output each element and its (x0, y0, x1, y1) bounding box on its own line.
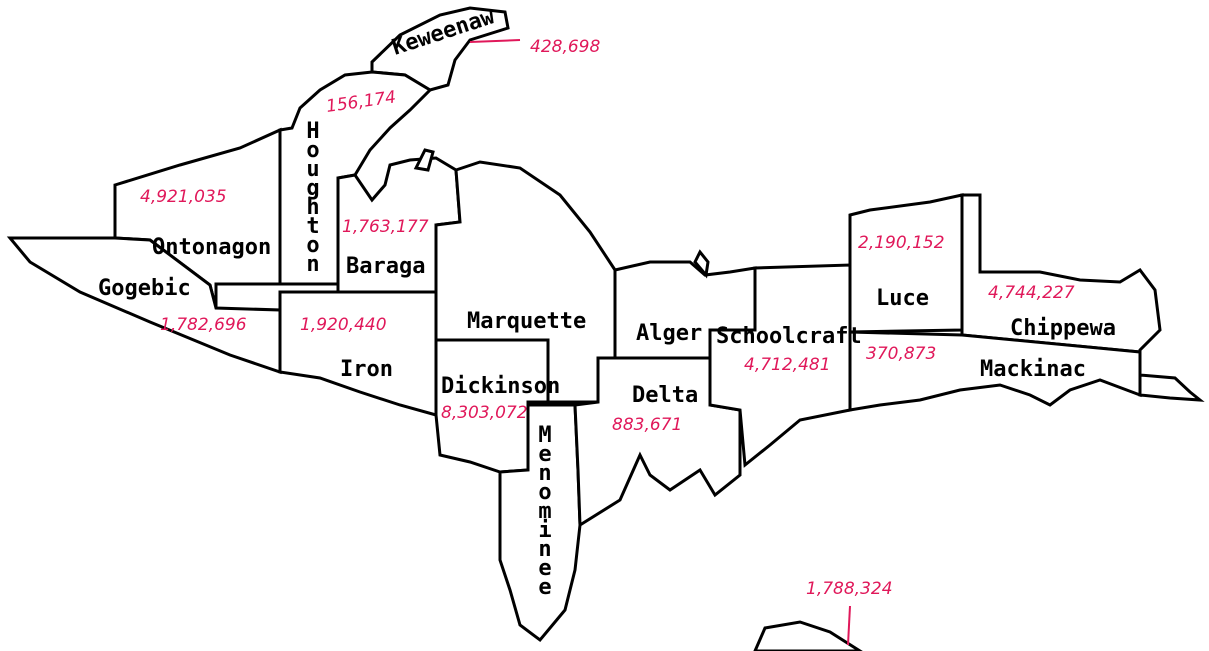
value-baraga: 1,763,177 (342, 217, 429, 237)
value-ontonagon: 4,921,035 (140, 187, 227, 207)
county-luce[interactable] (848, 193, 964, 334)
value-luce: 2,190,152 (858, 233, 945, 253)
vert-houghton-letter: o (306, 233, 319, 258)
label-baraga: Baraga (346, 254, 425, 279)
label-marquette: Marquette (467, 309, 586, 334)
label-mackinac: Mackinac (980, 357, 1086, 382)
vert-menominee-letter: e (538, 442, 551, 467)
bay-shape (693, 249, 710, 279)
vert-houghton-letter: o (306, 138, 319, 163)
vert-menominee-letter: e (538, 556, 551, 581)
value-annotations: 428,698 156,174 4,921,035 1,763,177 1,78… (140, 37, 1075, 646)
minor-features (413, 148, 863, 651)
vert-houghton-letter: g (306, 176, 319, 201)
vert-houghton-letter: h (306, 195, 319, 220)
county-shapes (6, 6, 1205, 643)
label-schoolcraft: Schoolcraft (716, 324, 862, 349)
vert-houghton-letter: u (306, 157, 319, 182)
value-iron: 1,920,440 (300, 315, 387, 335)
vert-houghton-letter: H (306, 119, 319, 144)
value-keweenaw: 428,698 (530, 37, 600, 57)
label-alger: Alger (636, 321, 702, 346)
vert-houghton-letter: n (306, 252, 319, 277)
label-delta: Delta (632, 383, 698, 408)
label-dickinson: Dickinson (441, 374, 560, 399)
county-iron[interactable] (278, 290, 438, 417)
value-dickinson: 8,303,072 (441, 403, 528, 423)
label-iron: Iron (340, 357, 393, 382)
value-extra: 1,788,324 (806, 579, 893, 599)
vert-menominee-letter: e (538, 575, 551, 600)
label-chippewa: Chippewa (1010, 316, 1116, 341)
lake-island (413, 148, 435, 172)
pointer-extra (847, 605, 851, 646)
label-luce: Luce (876, 286, 929, 311)
vert-menominee-letter: i (538, 518, 551, 543)
vert-menominee-letter: o (538, 480, 551, 505)
label-ontonagon: Ontonagon (152, 235, 271, 260)
value-delta: 883,671 (612, 415, 682, 435)
value-chippewa: 4,744,227 (988, 283, 1075, 303)
vert-menominee-letter: m (538, 499, 551, 524)
vert-houghton-letter: t (306, 214, 319, 239)
lower-peninsula-tip (753, 620, 863, 651)
vert-menominee-letter: n (538, 537, 551, 562)
value-schoolcraft: 4,712,481 (744, 355, 831, 375)
value-mackinac: 370,873 (866, 344, 936, 364)
county-labels: Keweenaw Ontonagon Baraga Gogebic Iron M… (98, 4, 1116, 408)
county-mackinac[interactable] (848, 330, 1142, 412)
vert-menominee-letter: M (538, 423, 551, 448)
pointer-keweenaw (469, 39, 521, 43)
label-gogebic: Gogebic (98, 276, 191, 301)
vert-menominee-letter: n (538, 461, 551, 486)
value-gogebic: 1,782,696 (160, 315, 247, 335)
